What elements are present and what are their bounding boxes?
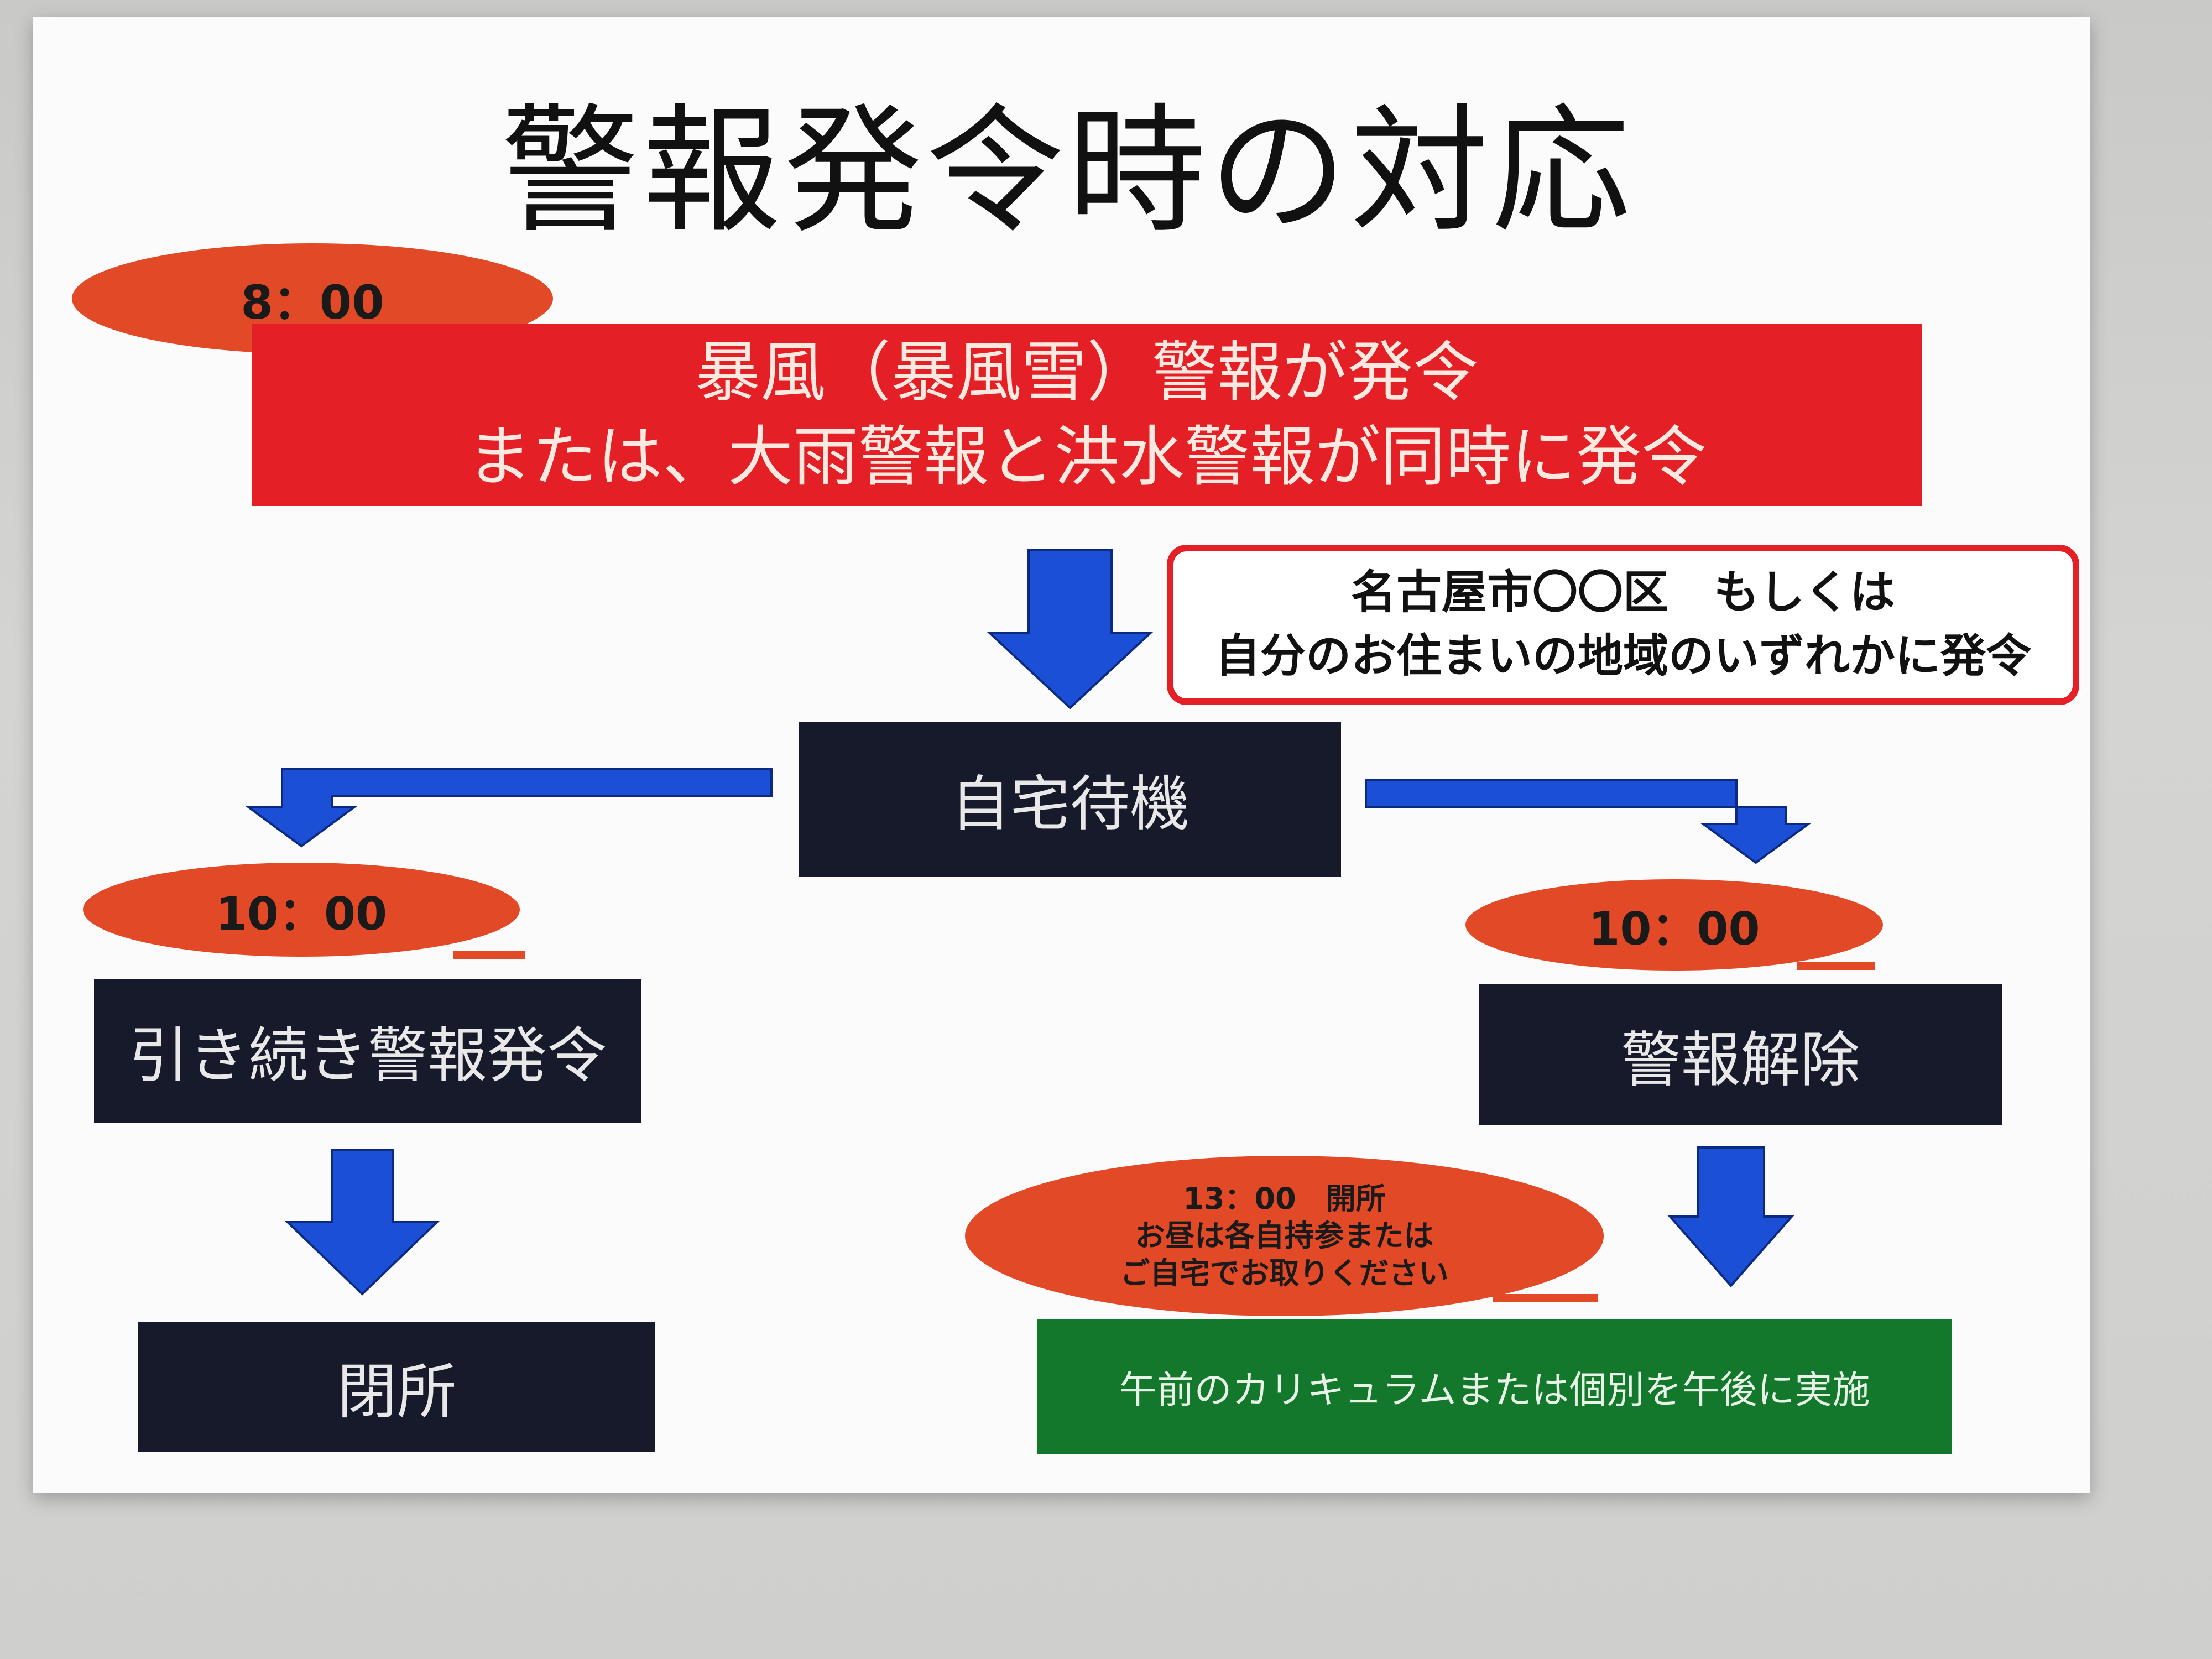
afternoon-curriculum-box: 午前のカリキュラムまたは個別を午後に実施 xyxy=(1037,1319,1952,1454)
page-title: 警報発令時の対応 xyxy=(501,91,1634,252)
arrow-down-icon xyxy=(285,1149,440,1296)
arrow-down-icon xyxy=(987,549,1154,709)
arrow-elbow-right-icon xyxy=(1365,779,1812,864)
time-bubble-left: 10：00 xyxy=(83,863,520,957)
reopen-line-2: お昼は各自持参または xyxy=(1135,1218,1434,1254)
trigger-line-1: 暴風（暴風雪）警報が発令 xyxy=(695,333,1478,410)
warning-lifted-box: 警報解除 xyxy=(1479,984,2002,1125)
time-right-label: 10：00 xyxy=(1588,903,1760,956)
reopen-note-bubble: 13：00 開所 お昼は各自持参または ご自宅でお取りください xyxy=(965,1156,1604,1316)
reopen-line-1: 13：00 開所 xyxy=(1183,1181,1386,1216)
condition-note-box: 名古屋市〇〇区 もしくは 自分のお住まいの地域のいずれかに発令 xyxy=(1167,545,2079,705)
home-wait-box: 自宅待機 xyxy=(799,722,1341,877)
arrow-elbow-left-icon xyxy=(245,768,773,848)
time-bubble-right: 10：00 xyxy=(1465,879,1883,971)
arrow-down-icon xyxy=(1667,1146,1794,1288)
time-left-label: 10：00 xyxy=(215,888,388,941)
condition-line-2: 自分のお住まいの地域のいずれかに発令 xyxy=(1214,630,2031,682)
reopen-line-3: ご自宅でお取りください xyxy=(1120,1255,1449,1291)
warning-continues-box: 引き続き警報発令 xyxy=(94,979,641,1123)
trigger-banner: 暴風（暴風雪）警報が発令 または、大雨警報と洪水警報が同時に発令 xyxy=(252,324,1922,506)
condition-line-1: 名古屋市〇〇区 もしくは xyxy=(1350,566,1895,619)
bubble-tail-left xyxy=(453,951,525,959)
time-start-label: 8：00 xyxy=(241,275,384,330)
bubble-tail-right xyxy=(1797,962,1875,970)
trigger-line-2: または、大雨警報と洪水警報が同時に発令 xyxy=(466,419,1707,495)
bubble-tail-mid xyxy=(1493,1294,1598,1302)
closed-box: 閉所 xyxy=(138,1322,655,1452)
